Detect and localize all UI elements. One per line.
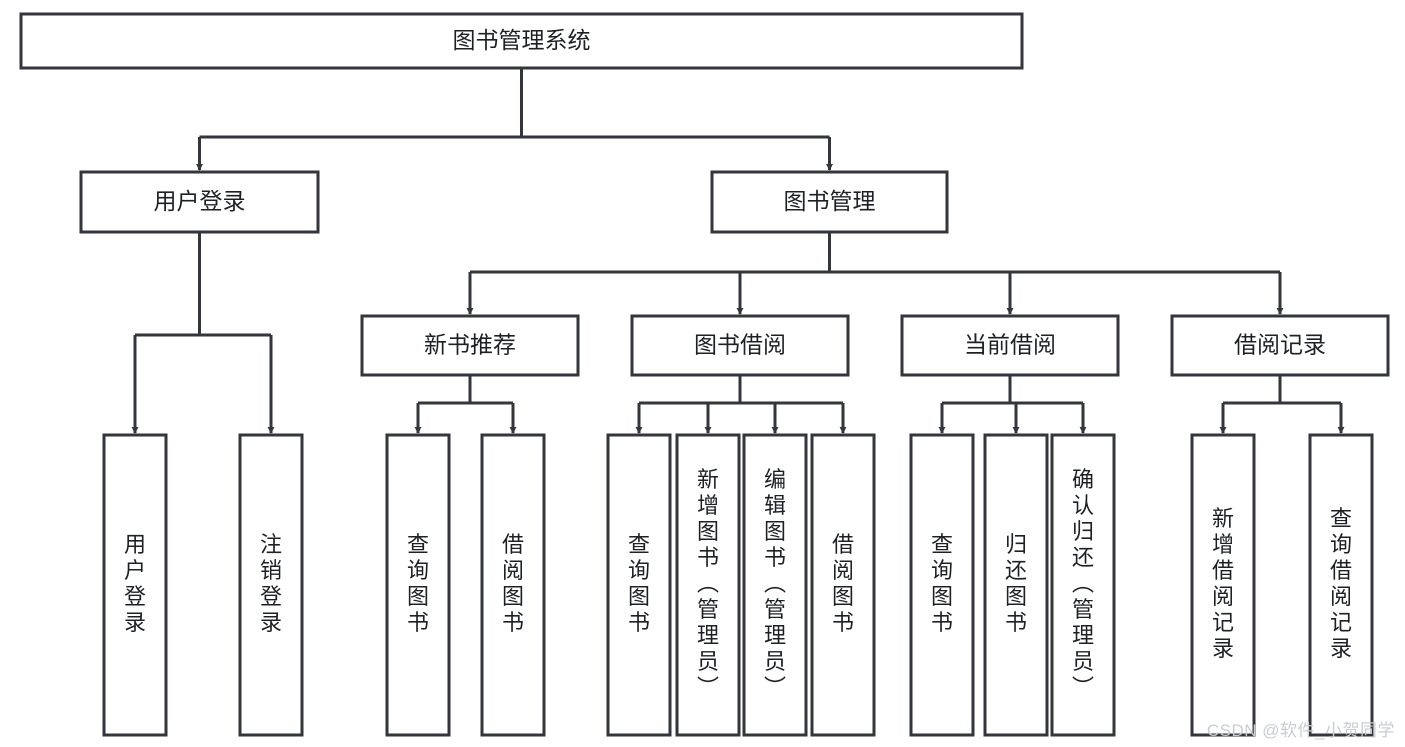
connector-layer xyxy=(131,68,1345,434)
node-level1-1[interactable]: 图书管理 xyxy=(710,170,949,234)
node-box[interactable] xyxy=(983,433,1049,737)
node-level2-2[interactable]: 当前借阅 xyxy=(900,314,1120,377)
node-label: 查询图书 xyxy=(931,532,953,635)
node-leaf-11[interactable]: 新增借阅记录 xyxy=(1190,433,1256,737)
node-label: 查询图书 xyxy=(628,532,650,635)
node-layer: 图书管理系统用户登录图书管理新书推荐图书借阅当前借阅借阅记录用户登录注销登录查询… xyxy=(19,12,1390,737)
node-label: 新书推荐 xyxy=(424,332,516,358)
node-label: 用户登录 xyxy=(154,188,246,214)
node-box[interactable] xyxy=(238,433,304,737)
node-leaf-7[interactable]: 借阅图书 xyxy=(810,433,876,737)
node-level1-0[interactable]: 用户登录 xyxy=(79,170,320,234)
node-box[interactable] xyxy=(630,314,850,377)
node-box[interactable] xyxy=(19,12,1024,70)
node-box[interactable] xyxy=(360,314,580,377)
node-leaf-2[interactable]: 查询图书 xyxy=(385,433,451,737)
node-label: 借阅图书 xyxy=(832,532,854,635)
node-label: 新增借阅记录 xyxy=(1212,506,1234,661)
node-label: 查询借阅记录 xyxy=(1330,506,1352,661)
node-label: 当前借阅 xyxy=(964,332,1056,358)
node-level2-0[interactable]: 新书推荐 xyxy=(360,314,580,377)
node-label: 确认归还︵管理员︶ xyxy=(1072,467,1094,700)
node-box[interactable] xyxy=(1308,433,1374,737)
node-label: 借阅记录 xyxy=(1234,332,1326,358)
node-leaf-5[interactable]: 新增图书︵管理员︶ xyxy=(675,433,741,737)
node-leaf-3[interactable]: 借阅图书 xyxy=(480,433,546,737)
node-box[interactable] xyxy=(909,433,975,737)
node-label: 归还图书 xyxy=(1005,532,1027,635)
node-label: 新增图书︵管理员︶ xyxy=(697,467,719,700)
node-leaf-4[interactable]: 查询图书 xyxy=(606,433,672,737)
node-box[interactable] xyxy=(79,170,320,234)
node-label: 用户登录 xyxy=(124,532,146,635)
node-box[interactable] xyxy=(1170,314,1390,377)
node-level2-3[interactable]: 借阅记录 xyxy=(1170,314,1390,377)
node-leaf-6[interactable]: 编辑图书︵管理员︶ xyxy=(742,433,808,737)
node-label: 图书管理 xyxy=(784,188,876,214)
node-label: 图书借阅 xyxy=(694,332,786,358)
node-box[interactable] xyxy=(1050,433,1116,737)
node-box[interactable] xyxy=(385,433,451,737)
watermark-text: CSDN @软件_小贺同学 xyxy=(1206,721,1395,740)
node-leaf-0[interactable]: 用户登录 xyxy=(102,433,168,737)
node-leaf-10[interactable]: 确认归还︵管理员︶ xyxy=(1050,433,1116,737)
node-label: 图书管理系统 xyxy=(453,27,591,53)
node-box[interactable] xyxy=(480,433,546,737)
node-box[interactable] xyxy=(810,433,876,737)
node-level2-1[interactable]: 图书借阅 xyxy=(630,314,850,377)
node-leaf-1[interactable]: 注销登录 xyxy=(238,433,304,737)
node-box[interactable] xyxy=(710,170,949,234)
node-leaf-9[interactable]: 归还图书 xyxy=(983,433,1049,737)
node-box[interactable] xyxy=(742,433,808,737)
node-label: 借阅图书 xyxy=(502,532,524,635)
node-label: 查询图书 xyxy=(407,532,429,635)
node-leaf-8[interactable]: 查询图书 xyxy=(909,433,975,737)
node-box[interactable] xyxy=(675,433,741,737)
node-label: 注销登录 xyxy=(260,532,282,635)
node-box[interactable] xyxy=(900,314,1120,377)
node-label: 编辑图书︵管理员︶ xyxy=(764,467,786,700)
node-leaf-12[interactable]: 查询借阅记录 xyxy=(1308,433,1374,737)
node-box[interactable] xyxy=(606,433,672,737)
node-box[interactable] xyxy=(102,433,168,737)
node-root[interactable]: 图书管理系统 xyxy=(19,12,1024,70)
node-box[interactable] xyxy=(1190,433,1256,737)
